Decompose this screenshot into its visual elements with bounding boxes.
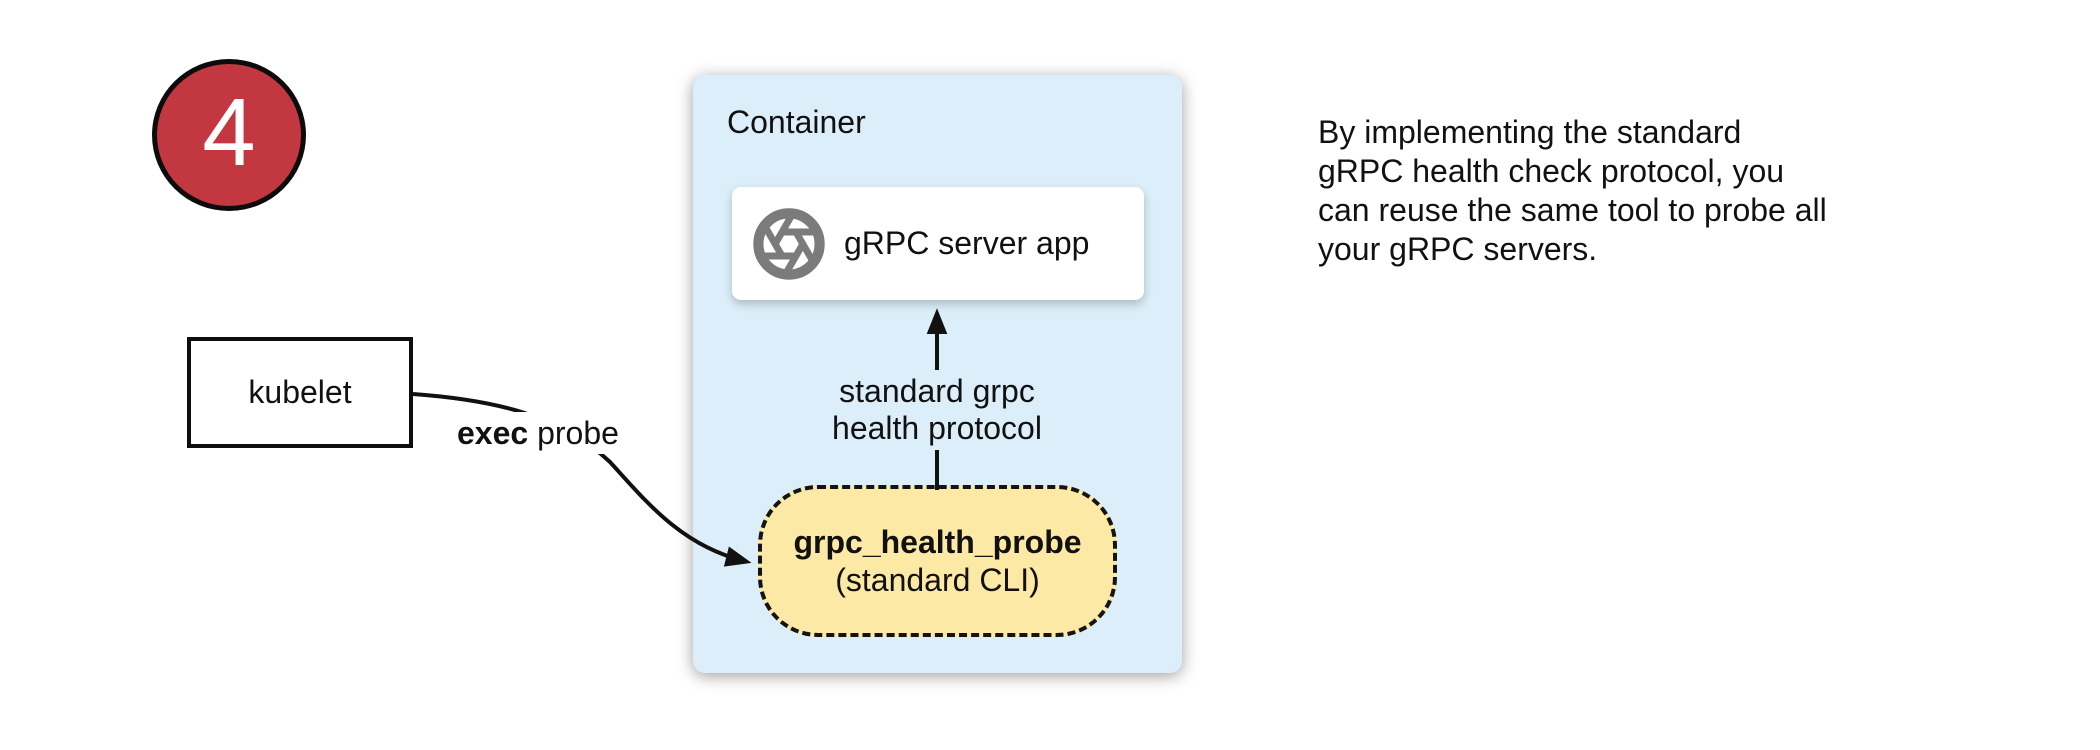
health-protocol-label-line2: health protocol bbox=[832, 410, 1042, 446]
note-line: By implementing the standard bbox=[1318, 114, 1742, 150]
container-label: Container bbox=[727, 104, 866, 140]
note-text: By implementing the standard gRPC health… bbox=[1318, 113, 1918, 269]
grpc-health-probe-box: grpc_health_probe (standard CLI) bbox=[758, 485, 1117, 637]
note-line: gRPC health check protocol, you bbox=[1318, 153, 1785, 189]
grpc-health-probe-subtitle: (standard CLI) bbox=[835, 562, 1040, 598]
kubelet-label: kubelet bbox=[248, 374, 352, 410]
step-number: 4 bbox=[202, 79, 256, 186]
kubelet-box: kubelet bbox=[187, 337, 413, 448]
note-line: your gRPC servers. bbox=[1318, 231, 1598, 267]
exec-probe-label-bold: exec bbox=[457, 415, 529, 451]
note-line: can reuse the same tool to probe all bbox=[1318, 192, 1827, 228]
health-protocol-label-line1: standard grpc bbox=[839, 373, 1035, 409]
aperture-icon bbox=[753, 207, 825, 280]
exec-probe-label-rest: probe bbox=[528, 415, 619, 451]
health-protocol-label: standard grpc health protocol bbox=[827, 370, 1047, 450]
exec-probe-label: exec probe bbox=[450, 412, 626, 454]
grpc-health-probe-title: grpc_health_probe bbox=[793, 524, 1082, 560]
grpc-server-app-label: gRPC server app bbox=[844, 225, 1090, 261]
grpc-server-app-box: gRPC server app bbox=[732, 187, 1144, 300]
step-badge: 4 bbox=[152, 59, 306, 211]
